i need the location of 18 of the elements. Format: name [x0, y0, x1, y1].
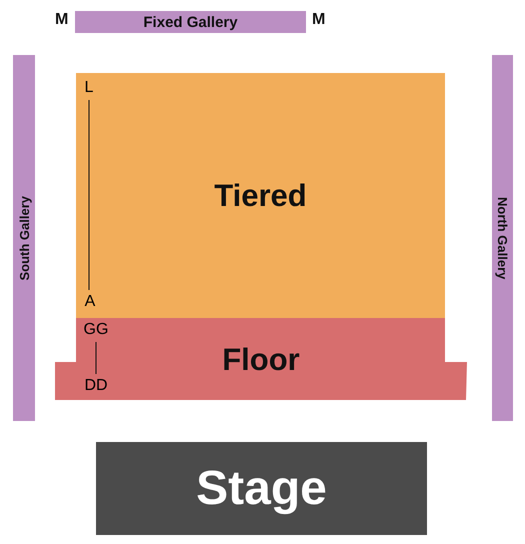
gallery-section	[75, 11, 306, 33]
row-range-line	[88, 100, 90, 290]
gallery-section	[13, 55, 35, 421]
section-label: South Gallery	[18, 196, 30, 280]
stage-area	[96, 442, 427, 535]
aisle-label: M	[55, 12, 68, 28]
aisle-label: M	[312, 12, 326, 28]
row-label: GG	[81, 321, 111, 339]
section-label: Tiered	[214, 180, 307, 211]
section-label: Fixed Gallery	[143, 14, 238, 30]
section-label: Stage	[196, 464, 327, 512]
section-label: Floor	[222, 344, 300, 374]
row-label: L	[82, 79, 96, 97]
seating-section	[76, 73, 445, 318]
row-label: DD	[81, 377, 111, 395]
gallery-section	[492, 55, 513, 421]
row-label: A	[83, 293, 97, 311]
section-label: North Gallery	[496, 196, 509, 280]
